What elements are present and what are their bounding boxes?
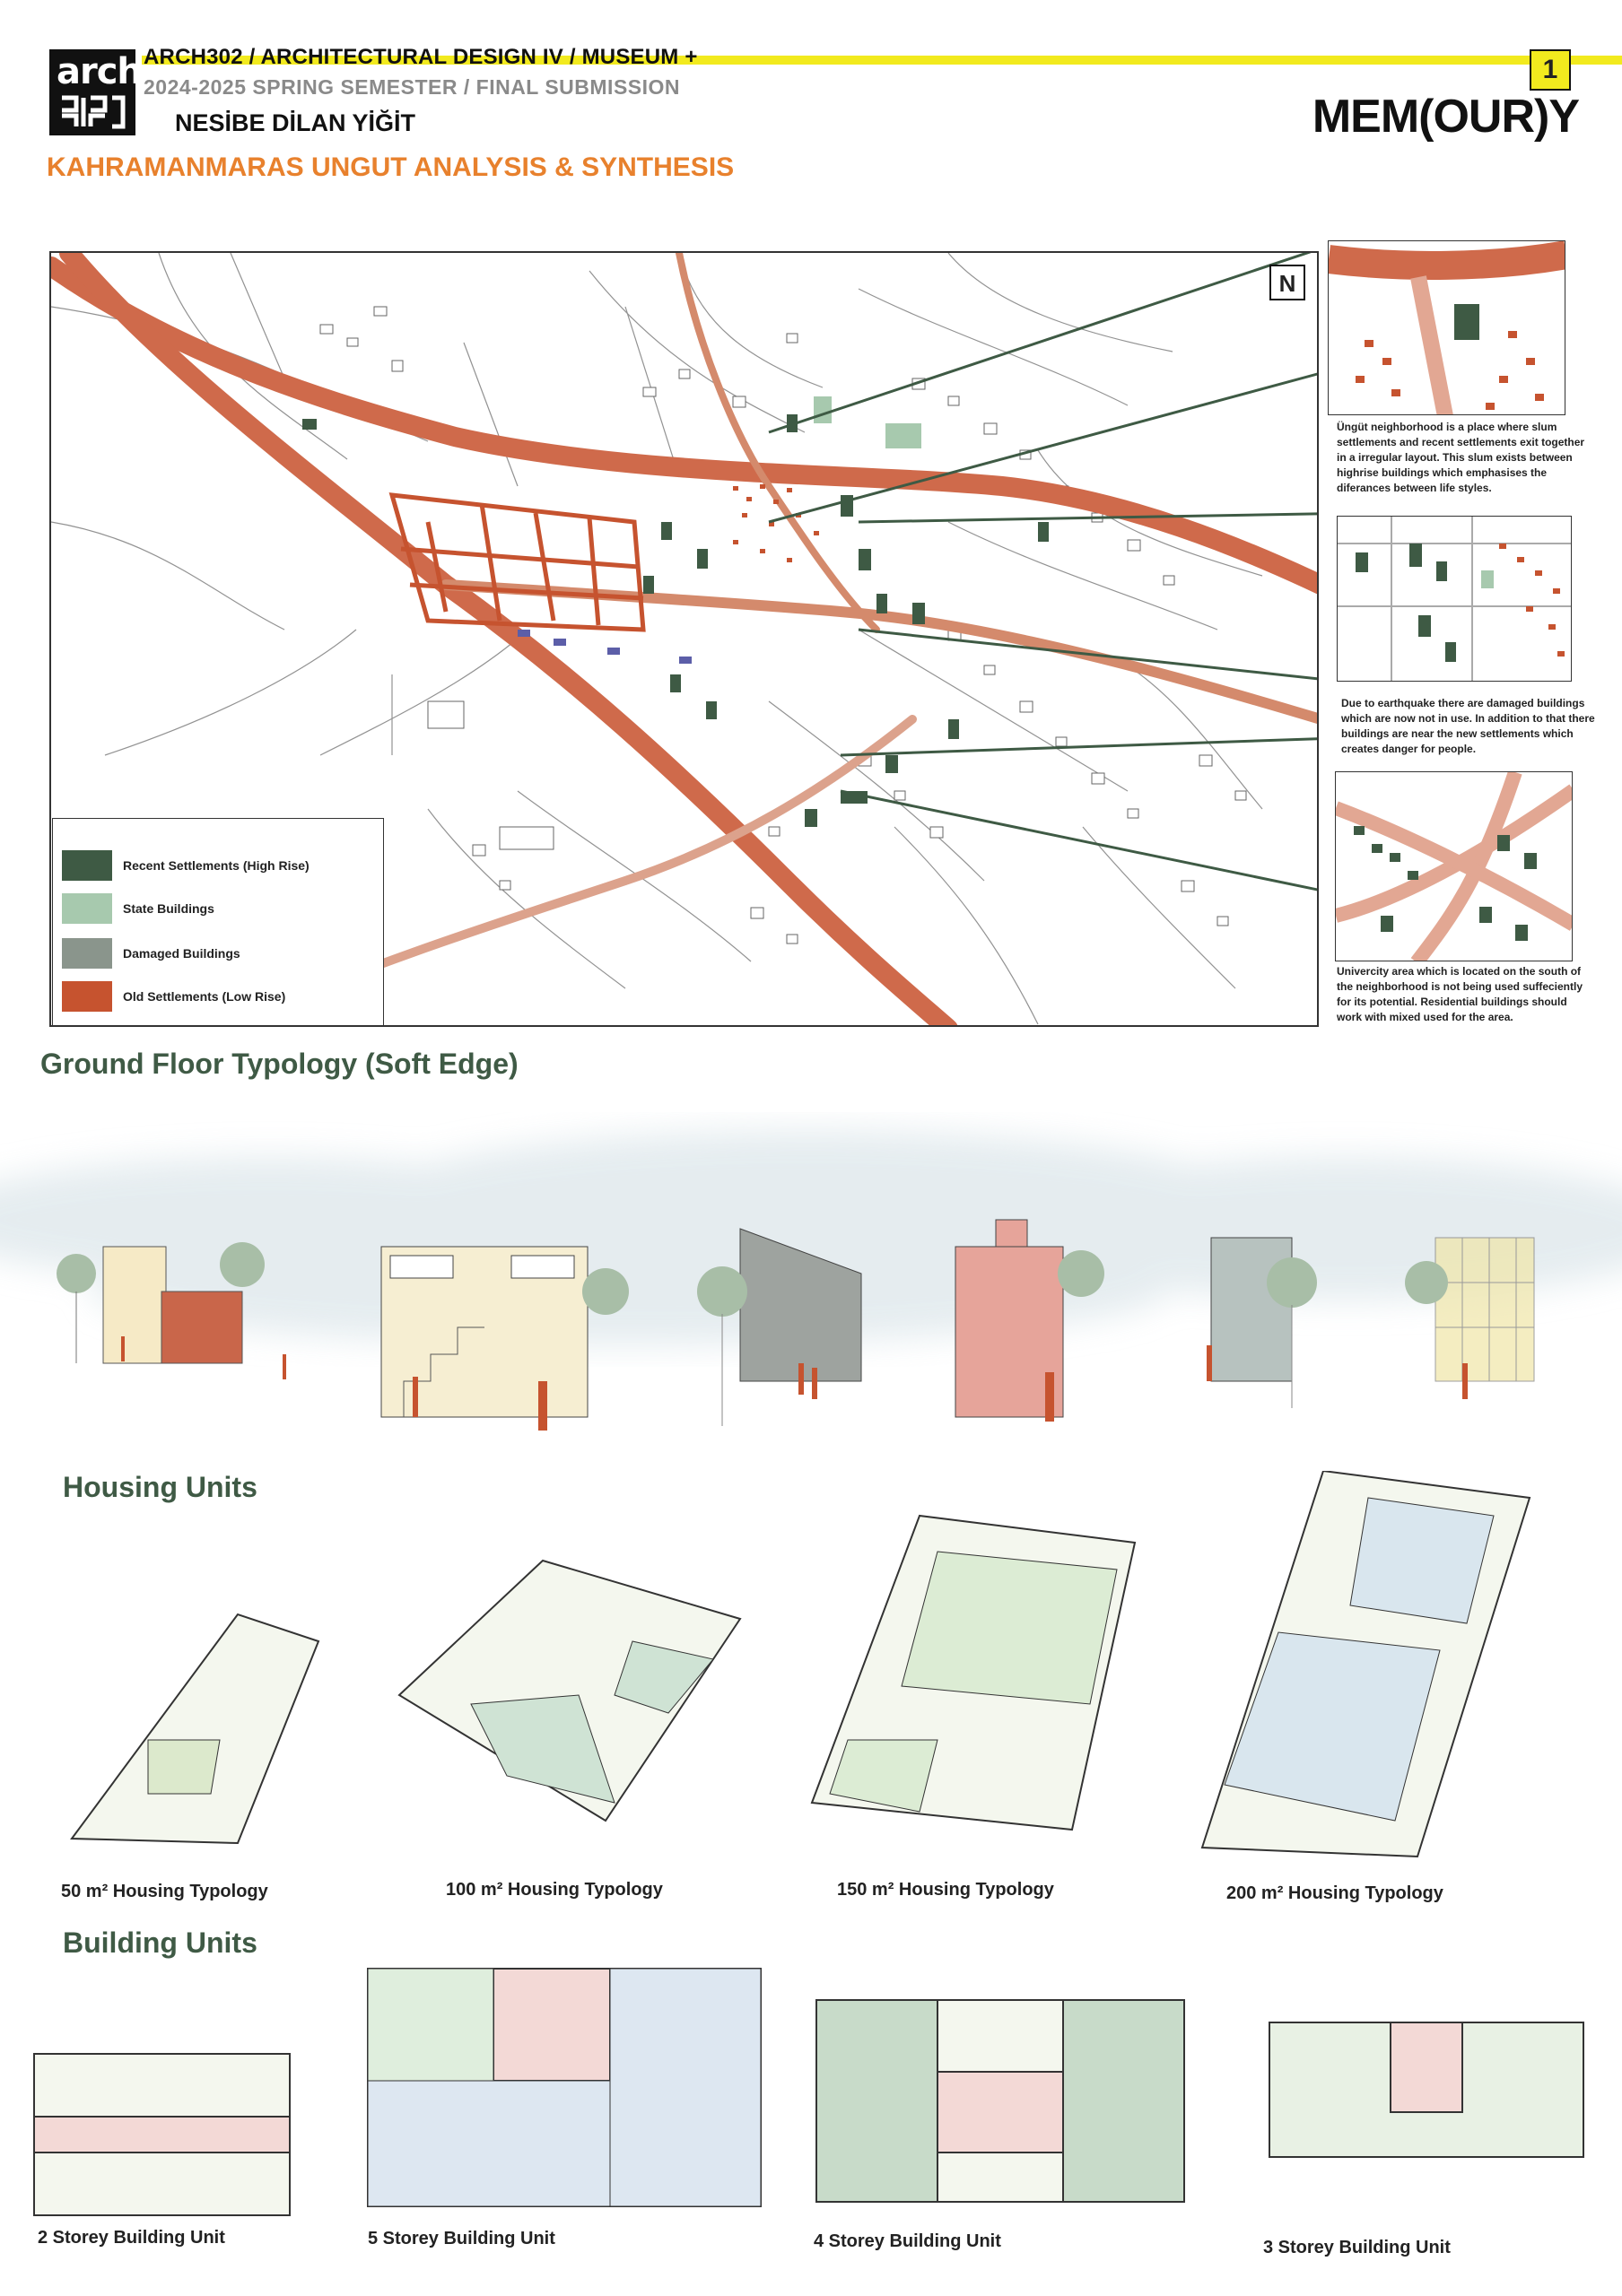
building-caption-4: 4 Storey Building Unit: [814, 2231, 1001, 2251]
building-caption-5: 5 Storey Building Unit: [368, 2229, 555, 2248]
sketch-6: [1405, 1237, 1535, 1399]
section-title-building: Building Units: [63, 1926, 257, 1959]
map-legend: Recent Settlements (High Rise) State Bui…: [52, 818, 384, 1026]
plan-5-storey: [367, 1968, 762, 2207]
map-note-1: Üngüt neighborhood is a place where slum…: [1337, 421, 1585, 494]
sketch-3: [697, 1228, 862, 1426]
section-title-housing: Housing Units: [63, 1471, 257, 1503]
detail-drawing: [1336, 772, 1572, 961]
plan-3-storey: [1269, 2022, 1584, 2158]
arch-logo: arch: [49, 49, 143, 135]
sketch-4: [955, 1219, 1104, 1422]
legend-label: State Buildings: [123, 901, 214, 916]
header-accent-bar: [142, 56, 1622, 65]
page-number: 1: [1530, 49, 1571, 91]
legend-label: Recent Settlements (High Rise): [123, 858, 310, 873]
detail-drawing: [1338, 517, 1571, 681]
housing-150: [810, 1514, 1137, 1831]
housing-caption-200: 200 m² Housing Typology: [1226, 1883, 1443, 1903]
housing-caption-50: 50 m² Housing Typology: [61, 1882, 268, 1901]
legend-swatch: [62, 850, 112, 881]
sketch-1: [57, 1242, 286, 1379]
ground-floor-sketches: [0, 1130, 1622, 1431]
housing-200: [1200, 1471, 1531, 1858]
map-note-3: Univercity area which is located on the …: [1337, 965, 1583, 1023]
detail-panel-1: [1328, 240, 1565, 415]
sketch-5: [1207, 1237, 1317, 1408]
building-plans: [33, 1968, 1584, 2216]
section-title-ground-floor: Ground Floor Typology (Soft Edge): [40, 1048, 519, 1080]
site-map-drawing: [51, 253, 1317, 1025]
author-name: NESİBE DİLAN YİĞİT: [175, 109, 416, 136]
housing-caption-150: 150 m² Housing Typology: [837, 1880, 1054, 1900]
logo-text: arch: [57, 51, 143, 92]
building-caption-2: 2 Storey Building Unit: [38, 2228, 225, 2248]
map-note-2: Due to earthquake there are damaged buil…: [1341, 697, 1595, 755]
building-caption-3: 3 Storey Building Unit: [1263, 2238, 1451, 2257]
legend-label: Old Settlements (Low Rise): [123, 989, 286, 1004]
detail-drawing: [1329, 241, 1565, 414]
course-title: ARCH302 / ARCHITECTURAL DESIGN IV / MUSE…: [144, 45, 698, 69]
housing-caption-100: 100 m² Housing Typology: [446, 1880, 663, 1900]
semester-label: 2024-2025 SPRING SEMESTER / FINAL SUBMIS…: [144, 75, 681, 99]
housing-50: [70, 1613, 320, 1845]
sketch-2: [380, 1246, 629, 1431]
analysis-subtitle: KAHRAMANMARAS UNGUT ANALYSIS & SYNTHESIS: [47, 152, 735, 182]
logo-pattern-icon: [62, 95, 126, 129]
north-arrow: N: [1269, 265, 1305, 300]
housing-100: [397, 1559, 742, 1822]
detail-panel-2: [1337, 516, 1572, 682]
plan-4-storey: [815, 1999, 1185, 2203]
housing-isometrics: [70, 1471, 1531, 1858]
legend-label: Damaged Buildings: [123, 946, 240, 961]
detail-panel-3: [1335, 771, 1573, 961]
legend-swatch: [62, 893, 112, 924]
plan-2-storey: [33, 2053, 291, 2216]
legend-swatch: [62, 938, 112, 969]
project-title: MEM(OUR)Y: [1312, 91, 1580, 143]
legend-swatch: [62, 981, 112, 1012]
